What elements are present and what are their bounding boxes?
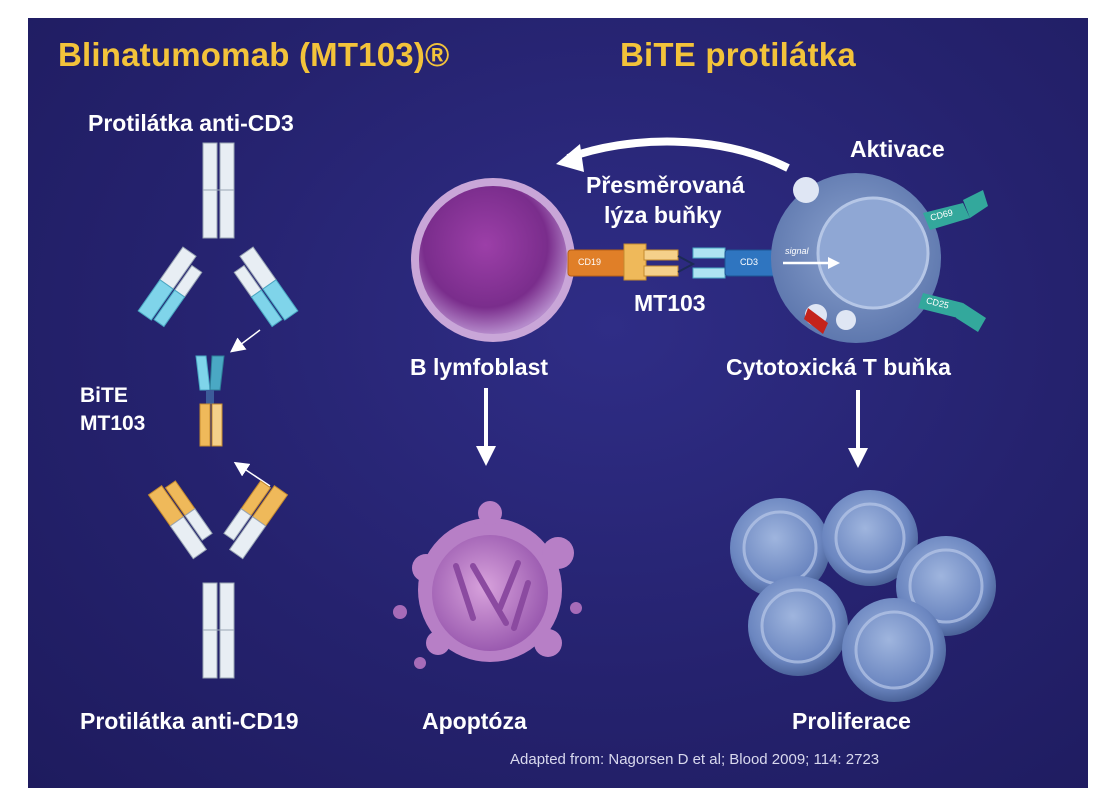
diagram-illustration <box>137 137 996 702</box>
arrow-to-bite-bottom <box>233 461 271 487</box>
bite-label-line1: BiTE <box>80 384 128 407</box>
title-blinatumomab: Blinatumomab (MT103)® <box>58 36 450 73</box>
proliferation-label: Proliferace <box>792 708 911 734</box>
apoptotic-cell <box>393 501 582 669</box>
cd3-marker-label: CD3 <box>740 257 759 267</box>
signal-label: signal <box>785 246 809 256</box>
b-lymphoblast-label: B lymfoblast <box>410 354 549 380</box>
title-bite: BiTE protilátka <box>620 36 856 73</box>
cd19-marker-label: CD19 <box>578 257 602 267</box>
redirected-lysis-line1: Přesměrovaná <box>586 172 745 198</box>
anti-cd19-label: Protilátka anti-CD19 <box>80 708 299 734</box>
granule-arrow-icon <box>804 308 828 334</box>
diagram-panel: Blinatumomab (MT103)® BiTE protilátka <box>28 18 1088 788</box>
cytotoxic-t-cell <box>771 173 988 343</box>
redirected-lysis-arrow <box>566 137 790 172</box>
bite-label-line2: MT103 <box>80 412 146 435</box>
b-lymphoblast-cell <box>411 178 575 342</box>
apoptosis-label: Apoptóza <box>422 708 527 734</box>
mt103-label: MT103 <box>634 290 706 316</box>
anti-cd3-label: Protilátka anti-CD3 <box>88 110 294 136</box>
bite-molecule <box>195 355 225 447</box>
source-credit: Adapted from: Nagorsen D et al; Blood 20… <box>510 751 880 768</box>
bite-bridge <box>567 243 778 281</box>
proliferating-cells <box>730 490 996 702</box>
t-cell-label: Cytotoxická T buňka <box>726 354 951 380</box>
anti-cd3-antibody <box>137 142 299 328</box>
redirected-lysis-line2: lýza buňky <box>604 202 722 228</box>
activation-label: Aktivace <box>850 136 945 162</box>
arrow-to-bite-top <box>230 329 261 353</box>
anti-cd19-antibody <box>147 480 289 679</box>
